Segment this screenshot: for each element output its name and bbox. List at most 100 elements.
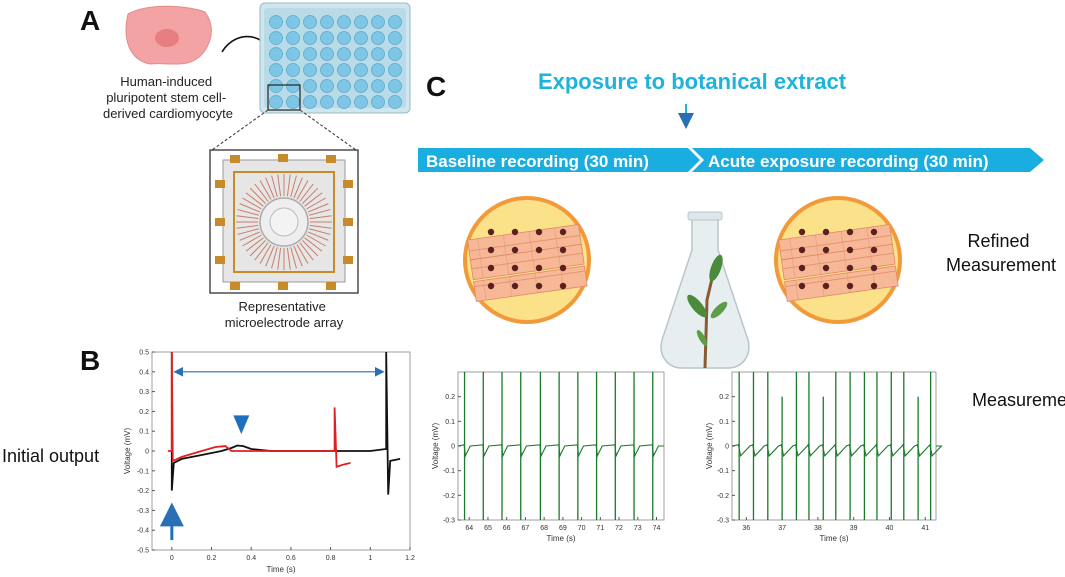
cell-sheet — [469, 243, 585, 281]
refined-label-line-1: Refined — [967, 231, 1029, 251]
svg-text:Representative microelectr: Representative microelectrode array — [225, 299, 344, 330]
electrode-lead — [259, 244, 272, 264]
electrode-dot — [559, 246, 567, 254]
plate-well — [269, 79, 283, 93]
electrode-lead — [293, 177, 303, 199]
electrode-lead — [309, 215, 332, 220]
plate-well — [303, 95, 317, 109]
electrode-lead — [239, 203, 261, 213]
contact-pad — [278, 154, 288, 162]
y-tick-label: 0.2 — [445, 394, 455, 401]
plate-well — [269, 47, 283, 61]
x-tick-label: 72 — [615, 525, 623, 532]
x-axis-label: Time (s) — [819, 534, 848, 543]
plate-well — [388, 63, 402, 77]
x-tick-label: 70 — [578, 525, 586, 532]
well-plate-icon — [259, 2, 411, 114]
electrode-lead — [309, 224, 332, 229]
plate-well — [320, 31, 334, 45]
plate-well — [303, 15, 317, 29]
plate-well — [320, 63, 334, 77]
electrode-dot — [487, 282, 495, 290]
plate-well — [388, 47, 402, 61]
electrode-lead — [293, 245, 303, 267]
measurement-label: Measurement — [972, 390, 1065, 410]
flask-icon — [660, 211, 750, 369]
electrode-lead — [249, 240, 266, 257]
y-tick-label: 0 — [145, 449, 149, 456]
electrode-dot — [798, 228, 806, 236]
peak-marker-triangle — [233, 415, 250, 435]
plate-well — [354, 95, 368, 109]
electrode-dot — [798, 264, 806, 272]
x-tick-label: 67 — [522, 525, 530, 532]
plate-well — [388, 79, 402, 93]
y-tick-label: 0.2 — [139, 409, 149, 416]
electrode-lead — [308, 228, 331, 235]
electrode-dot — [822, 228, 830, 236]
y-tick-label: -0.5 — [137, 548, 149, 555]
electrode-lead — [271, 175, 278, 198]
electrode-dot — [511, 228, 519, 236]
plate-well — [286, 63, 300, 77]
contact-pad — [326, 155, 336, 163]
plate-well — [354, 47, 368, 61]
electrode-lead — [237, 209, 260, 216]
electrode-lead — [245, 192, 264, 207]
contact-pad — [215, 180, 225, 188]
plate-well — [303, 79, 317, 93]
contact-pad — [343, 180, 353, 188]
electrode-lead — [236, 215, 259, 220]
plate-well — [371, 79, 385, 93]
electrode-dot — [559, 228, 567, 236]
x-tick-label: 39 — [850, 525, 858, 532]
electrode-lead — [308, 209, 331, 216]
y-tick-label: -0.3 — [137, 508, 149, 515]
electrode-dot — [487, 264, 495, 272]
electrode-lead — [277, 247, 282, 270]
plate-well — [337, 47, 351, 61]
electrode-lead — [271, 246, 278, 269]
electrode-lead — [296, 244, 309, 264]
cell-caption-line-3: derived cardiomyocyte — [103, 106, 233, 121]
plate-well — [286, 79, 300, 93]
y-axis-label: Voltage (mV) — [123, 428, 132, 475]
y-tick-label: -0.1 — [443, 468, 455, 475]
y-tick-label: -0.2 — [443, 493, 455, 500]
electrode-dot — [822, 282, 830, 290]
x-tick-label: 41 — [921, 525, 929, 532]
electrode-lead — [254, 242, 269, 261]
recording-timeline: Baseline recording (30 min) Acute exposu… — [418, 148, 1044, 172]
x-tick-label: 40 — [886, 525, 894, 532]
baseline-cells-circle — [463, 196, 591, 324]
electrode-lead — [236, 224, 259, 229]
x-tick-label: 0.4 — [246, 555, 256, 562]
plate-well — [320, 79, 334, 93]
plate-well — [320, 15, 334, 29]
mea-caption-line-1: Representative — [238, 299, 325, 314]
baseline-trace — [731, 443, 943, 458]
electrode-dot — [870, 282, 878, 290]
electrode-lead — [237, 228, 260, 235]
electrode-lead — [290, 175, 297, 198]
electrode-lead — [307, 231, 329, 241]
y-tick-label: 0.4 — [139, 369, 149, 376]
y-tick-label: -0.1 — [717, 468, 729, 475]
contact-pad — [215, 218, 225, 226]
panel-label-c: C — [426, 71, 446, 102]
plate-well — [371, 15, 385, 29]
x-tick-label: 66 — [503, 525, 511, 532]
electrode-lead — [242, 197, 262, 210]
electrode-lead — [265, 177, 275, 199]
electrode-dot — [511, 264, 519, 272]
x-tick-label: 73 — [634, 525, 642, 532]
contact-pad — [278, 282, 288, 290]
electrode-dot — [487, 228, 495, 236]
plate-well — [286, 31, 300, 45]
y-tick-label: -0.1 — [137, 468, 149, 475]
electrode-lead — [306, 234, 326, 247]
selection-box — [267, 84, 301, 111]
electrode-lead — [277, 174, 282, 197]
y-tick-label: 0 — [725, 444, 729, 451]
y-tick-label: -0.2 — [137, 488, 149, 495]
